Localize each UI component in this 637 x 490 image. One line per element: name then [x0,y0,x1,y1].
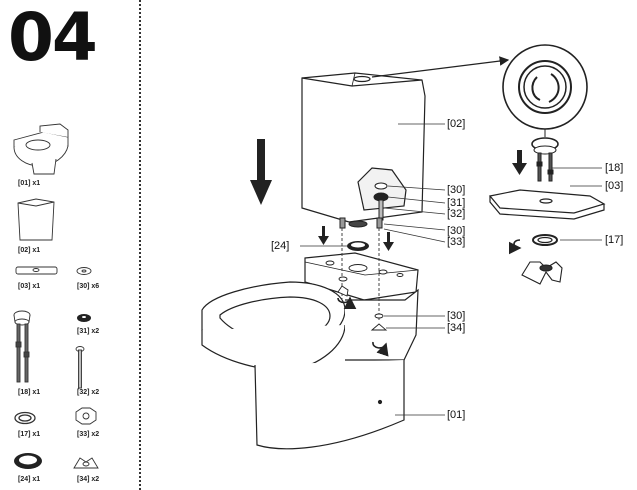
lock-ring-drawing [532,234,558,246]
callout-02: [02] [447,118,466,130]
step-number: 04 [8,0,98,76]
callout-30-top: [30] [447,184,466,196]
part-label-33: [33] x2 [77,431,100,438]
cistern-lid-drawing [488,189,606,220]
part-label-18: [18] x1 [18,389,41,396]
part-label-31: [31] x2 [77,328,100,335]
flush-button-inset [502,44,588,130]
callout-31: [31] [447,197,466,209]
toilet-bowl-icon [13,123,69,175]
rotate-arrow-icon [337,239,522,357]
washer-icon [76,267,92,275]
part-label-03: [03] x1 [18,283,41,290]
under-bowl-fasteners [337,276,388,331]
small-down-arrows-icon [318,226,394,251]
flush-valve-icon [13,310,31,383]
part-label-17: [17] x1 [18,431,41,438]
lid-fitting-drawing [521,261,563,285]
callout-33: [33] [447,236,466,248]
lock-ring-icon [14,411,36,425]
down-arrow-icon [512,150,527,175]
callout-32: [32] [447,208,466,220]
callout-18: [18] [605,162,624,174]
callout-34: [34] [447,322,466,334]
part-label-30: [30] x6 [77,283,100,290]
cistern-lid-icon [15,266,58,275]
callout-17: [17] [605,234,624,246]
part-label-34: [34] x2 [77,476,100,483]
flush-valve-drawing [531,137,559,182]
big-down-arrow-icon [250,139,272,205]
bolt-icon [75,346,85,389]
rubber-washer-icon [77,314,91,322]
cistern-icon [17,198,55,241]
wing-nut-icon [73,457,99,469]
gasket-drawing [347,241,369,251]
toilet-bowl-drawing [201,252,419,450]
leader-lines [300,123,602,416]
callout-30-mid: [30] [447,225,466,237]
hex-nut-icon [75,407,97,425]
part-label-32: [32] x2 [77,389,100,396]
cistern-drawing [301,72,426,223]
callout-24: [24] [271,240,290,252]
divider-line [139,0,141,490]
part-label-24: [24] x1 [18,476,41,483]
callout-01: [01] [447,409,466,421]
bowl-deck-holes [325,260,404,277]
part-label-02: [02] x1 [18,247,41,254]
callout-30-low: [30] [447,310,466,322]
bolt-assembly-drawing [373,182,389,221]
gasket-ring-icon [14,453,42,469]
callout-03: [03] [605,180,624,192]
part-label-01: [01] x1 [18,180,41,187]
